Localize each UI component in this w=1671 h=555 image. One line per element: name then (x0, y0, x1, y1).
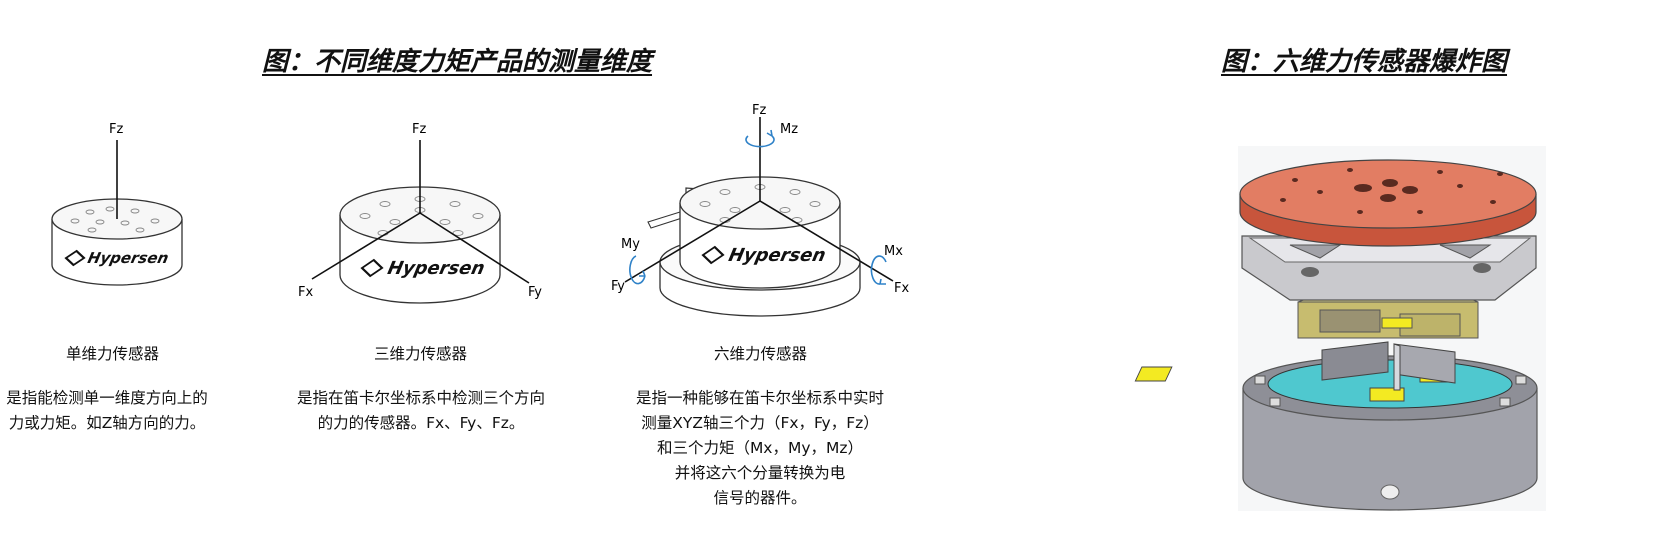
hypersen-logo: Hypersen (360, 258, 487, 279)
three-axis-sensor: Fz Fx Fy Hypersen (298, 122, 542, 304)
fy-axis-line (624, 200, 761, 283)
figure-title-measurement-dimensions: 图：不同维度力矩产品的测量维度 (262, 47, 653, 77)
sensor-name-three: 三维力传感器 (373, 345, 467, 363)
my-label: My (621, 237, 640, 252)
six-axis-sensor: Fz Mz My Fy Mx Fx Hypersen (611, 103, 909, 317)
fz-label: Fz (752, 103, 766, 118)
svg-text:Hypersen: Hypersen (386, 258, 487, 279)
exploded-view-background (1238, 146, 1546, 511)
elastic-beams (1321, 341, 1456, 391)
fx-axis-line (759, 200, 894, 282)
my-rotation-arrow (629, 255, 646, 285)
fx-axis-line (311, 212, 421, 280)
fz-label: Fz (109, 122, 123, 137)
strain-gauge-pad (1369, 387, 1405, 402)
top-plate (1239, 159, 1537, 247)
sensor-desc-six: 是指一种能够在笛卡尔坐标系中实时 测量XYZ轴三个力（Fx，Fy，Fz） 和三个… (635, 389, 884, 507)
hypersen-logo: Hypersen (64, 249, 170, 267)
strain-gauge-pad (1134, 366, 1173, 382)
frame-ring (1241, 235, 1537, 301)
sensor-desc-three: 是指在笛卡尔坐标系中检测三个方向 的力的传感器。Fx、Fy、Fz。 (296, 389, 545, 432)
sensor-desc-single: 是指能检测单一维度方向上的 力或力矩。如Z轴方向的力。 (6, 389, 208, 432)
mx-rotation-arrow (870, 255, 887, 285)
fy-label: Fy (528, 285, 542, 300)
mz-label: Mz (780, 122, 798, 137)
svg-text:Hypersen: Hypersen (86, 249, 170, 267)
mz-rotation-arrow (745, 135, 775, 148)
fy-axis-line (419, 212, 530, 284)
middle-plates (1297, 291, 1479, 339)
fx-label: Fx (298, 285, 313, 300)
svg-text:Hypersen: Hypersen (727, 245, 828, 266)
fy-label: Fy (611, 279, 625, 294)
fx-label: Fx (894, 281, 909, 296)
fz-label: Fz (412, 122, 426, 137)
figure-title-exploded-view: 图：六维力传感器爆炸图 (1221, 47, 1508, 77)
mx-label: Mx (884, 244, 903, 259)
sensor-name-six: 六维力传感器 (713, 345, 807, 363)
sensor-name-single: 单维力传感器 (65, 345, 159, 363)
base-body (1242, 355, 1538, 511)
strain-gauge-pad (1419, 369, 1455, 383)
single-axis-sensor: Fz Hypersen (51, 122, 183, 286)
hypersen-logo: Hypersen (701, 245, 828, 266)
